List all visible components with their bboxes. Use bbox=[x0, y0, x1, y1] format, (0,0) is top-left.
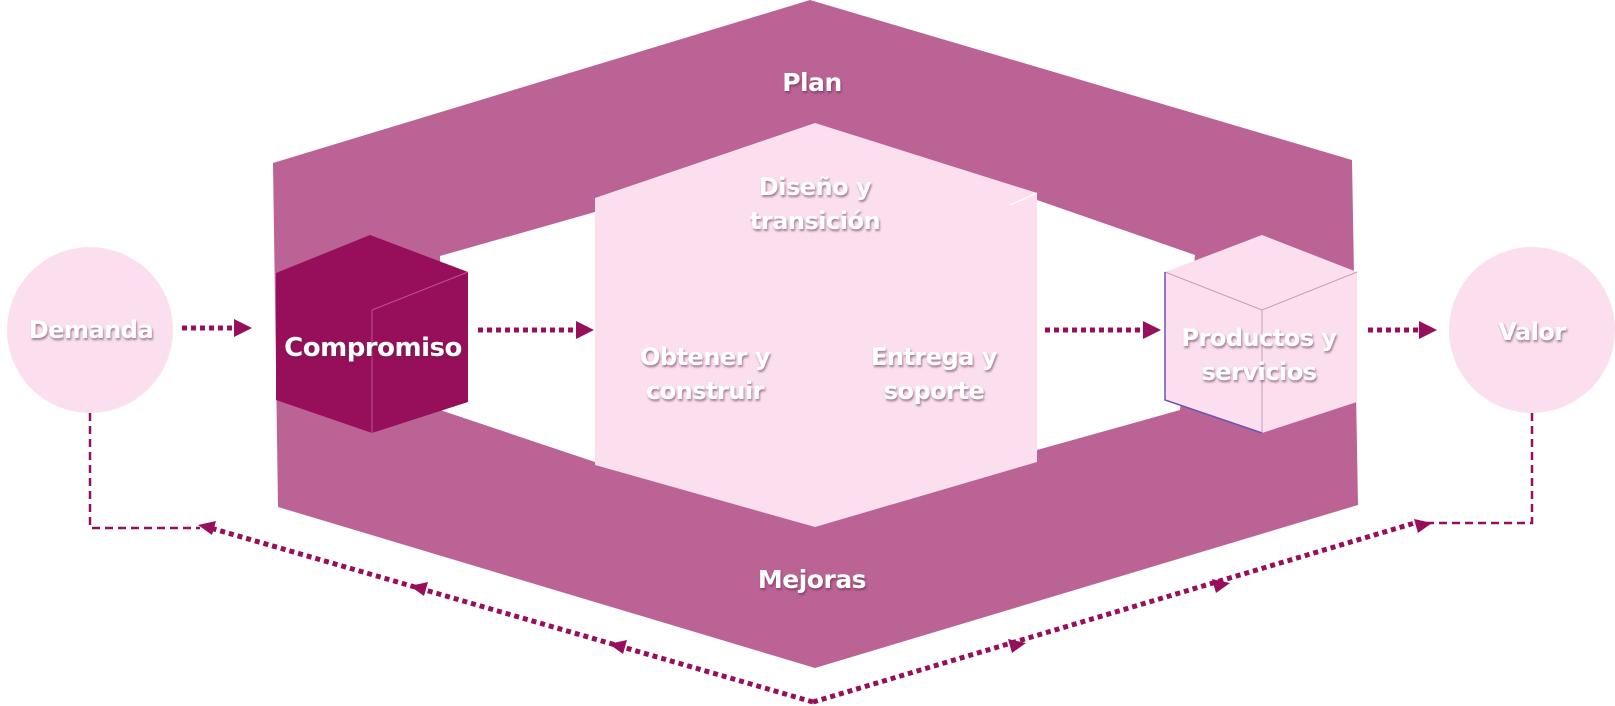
engage-label: Compromiso bbox=[284, 333, 462, 363]
products-services-label-line2: servicios bbox=[1202, 358, 1317, 386]
feedback-arrowhead bbox=[1414, 519, 1432, 533]
flow-arrow-demand-engage bbox=[182, 319, 252, 337]
design-transition-label-line2: transición bbox=[750, 207, 880, 235]
plan-label: Plan bbox=[782, 68, 842, 97]
feedback-arrowhead bbox=[1008, 639, 1026, 653]
demand-label: Demanda bbox=[29, 316, 153, 344]
products-services-cube bbox=[1164, 235, 1358, 434]
products-services-label-line1: Productos y bbox=[1181, 324, 1337, 352]
feedback-arrowhead bbox=[1212, 579, 1230, 593]
flow-arrow-products-value bbox=[1368, 321, 1437, 339]
feedback-arrowhead bbox=[410, 582, 428, 596]
value-label: Valor bbox=[1498, 318, 1566, 346]
value-circle bbox=[1449, 247, 1615, 413]
hexagon-top-edge bbox=[1009, 192, 1038, 206]
improve-label: Mejoras bbox=[758, 565, 866, 594]
plan-improve-ring bbox=[273, 0, 1358, 668]
engagement-cube bbox=[276, 235, 469, 433]
feedback-arrowhead bbox=[609, 640, 627, 654]
flow-arrow-engage-activities bbox=[478, 321, 594, 339]
central-activity-hexagon bbox=[595, 123, 1037, 527]
feedback-loop bbox=[88, 413, 1534, 705]
deliver-support-label-line1: Entrega y bbox=[871, 343, 998, 371]
design-transition-label-line1: Diseño y bbox=[759, 173, 872, 201]
demand-circle bbox=[7, 247, 173, 413]
flow-arrow-activities-products bbox=[1045, 321, 1161, 339]
deliver-support-label-line2: soporte bbox=[884, 377, 985, 405]
obtain-build-label-line1: Obtener y bbox=[640, 343, 771, 371]
obtain-build-label-line2: construir bbox=[646, 377, 765, 405]
feedback-arrowhead bbox=[198, 521, 216, 535]
